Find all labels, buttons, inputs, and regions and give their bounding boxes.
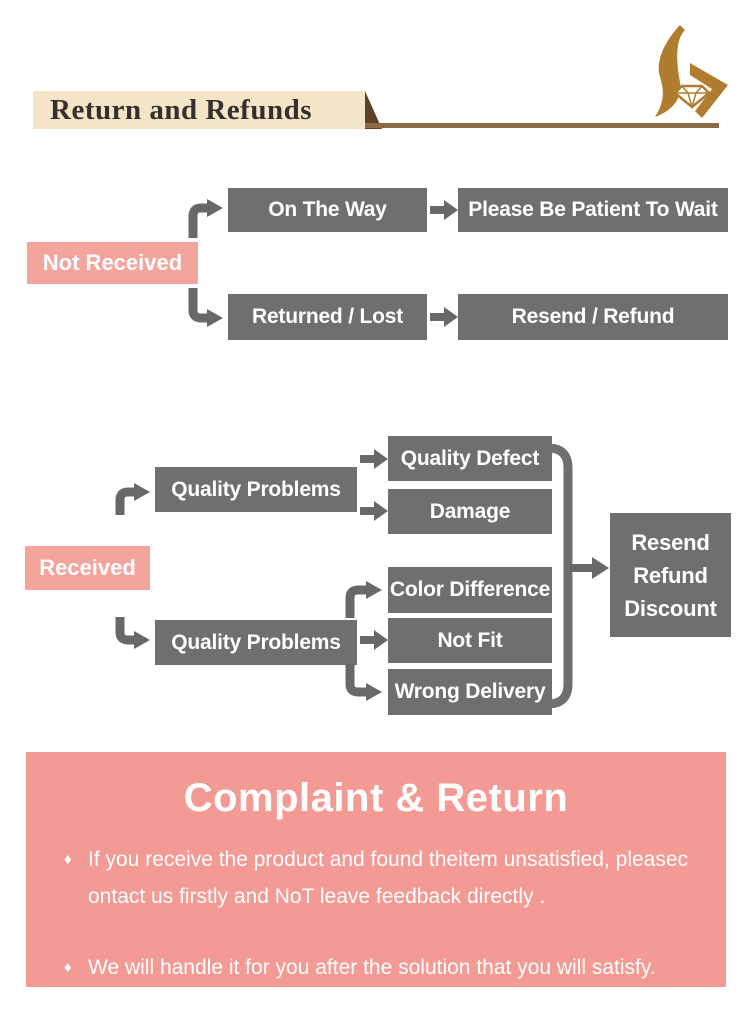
bullet-line: If you receive the product and found the… [88, 848, 689, 871]
diamond-bullet-icon: ♦ [64, 959, 72, 976]
outcome-line: Resend [631, 529, 710, 555]
right-arrow-icon [360, 630, 388, 650]
page-title: Return and Refunds [50, 93, 312, 126]
complaint-bullet-list: ♦ If you receive the product and found t… [64, 841, 692, 986]
flow-node-label: Resend / Refund [511, 305, 675, 328]
flow-node-wrong-delivery: Wrong Delivery [388, 669, 552, 715]
flow-node-label: Quality Problems [171, 477, 341, 501]
flow-node-received: Received [25, 546, 150, 590]
list-item: ♦ We will handle it for you after the so… [64, 949, 692, 986]
outcome-line: Refund [633, 562, 708, 588]
bullet-text: We will handle it for you after the solu… [88, 949, 656, 986]
elbow-up-arrow-icon [115, 483, 150, 515]
elbow-down-arrow-icon [345, 664, 382, 701]
flow-node-label: Not Fit [437, 628, 503, 652]
outcome-line: Discount [624, 595, 717, 621]
complaint-title: Complaint & Return [183, 776, 569, 820]
flow-node-quality-defect: Quality Defect [388, 436, 552, 481]
flow-node-resend-refund: Resend / Refund [458, 294, 728, 340]
flow-node-quality-problems-top: Quality Problems [155, 467, 357, 512]
right-arrow-icon [360, 449, 388, 469]
banner-fold-icon [365, 91, 382, 129]
right-arrow-icon [360, 501, 388, 521]
flow-node-not-fit: Not Fit [388, 618, 552, 663]
elbow-down-arrow-icon [188, 288, 223, 327]
right-arrow-icon [430, 200, 458, 220]
right-arrow-icon [570, 557, 609, 579]
group-brace [547, 444, 573, 708]
section-banner: Return and Refunds [33, 91, 365, 129]
complaint-return-panel: Complaint & Return ♦ If you receive the … [26, 752, 726, 987]
flow-node-label: Received [39, 555, 136, 580]
flow-node-damage: Damage [388, 489, 552, 534]
flow-node-label: On The Way [268, 198, 387, 221]
flow-node-label: Damage [429, 499, 511, 523]
flow-node-label: Not Received [42, 250, 183, 275]
list-item: ♦ If you receive the product and found t… [64, 841, 692, 915]
diamond-bullet-icon: ♦ [64, 851, 72, 868]
flow-node-quality-problems-bottom: Quality Problems [155, 620, 357, 665]
banner-underline [365, 123, 719, 128]
right-arrow-icon [430, 307, 458, 327]
flow-node-label: Quality Defect [400, 446, 540, 470]
flow-node-returned-lost: Returned / Lost [228, 294, 427, 340]
flow-node-label: Please Be Patient To Wait [468, 198, 718, 221]
flow-node-please-wait: Please Be Patient To Wait [458, 188, 728, 232]
bullet-text: If you receive the product and found the… [88, 841, 688, 915]
elbow-up-arrow-icon [345, 581, 382, 618]
flow-node-on-the-way: On The Way [228, 188, 427, 232]
flow-node-label: Returned / Lost [251, 305, 403, 328]
flow-node-label: Wrong Delivery [394, 680, 546, 703]
flame-diamond-logo [655, 25, 728, 118]
bullet-line: We will handle it for you after the solu… [88, 956, 656, 979]
elbow-down-arrow-icon [115, 617, 150, 649]
elbow-up-arrow-icon [188, 199, 223, 238]
bullet-line: ontact us firstly and NoT leave feedback… [88, 885, 546, 908]
flow-node-color-difference: Color Difference [388, 567, 552, 613]
flow-node-not-received: Not Received [27, 242, 198, 284]
flow-node-label: Quality Problems [171, 630, 341, 654]
flow-node-label: Color Difference [389, 578, 551, 601]
flow-node-outcome: Resend Refund Discount [610, 513, 731, 637]
